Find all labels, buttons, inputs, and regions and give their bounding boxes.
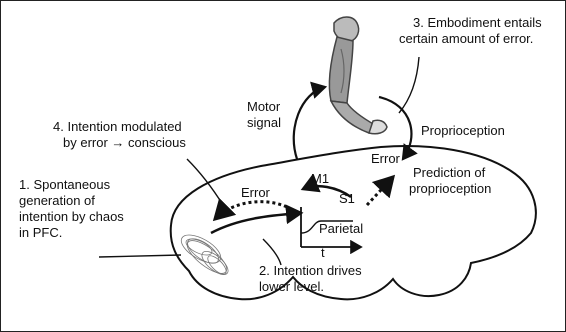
prediction-label-line1: Prediction of [413, 165, 485, 181]
time-axis-label: t [321, 245, 325, 261]
intention-mod-label-line2: by error → conscious [63, 135, 186, 151]
intention-mod-pointer [187, 159, 223, 205]
motor-label-line1: Motor [247, 99, 280, 115]
prediction-label-line2: proprioception [409, 181, 491, 197]
drives-label-line2: lower level. [259, 279, 324, 295]
spont-label-line1: 1. Spontaneous [19, 177, 110, 193]
error-brain-label: Error [241, 185, 270, 201]
spont-label-line3: intention by chaos [19, 209, 124, 225]
drives-pointer [263, 239, 281, 265]
motor-signal-arrow [294, 87, 325, 159]
embodiment-label-line1: 3. Embodiment entails [413, 15, 542, 31]
s1-label: S1 [339, 191, 355, 207]
intention-drive-arrow [211, 213, 301, 233]
spont-label-line2: generation of [19, 193, 95, 209]
brain-error-arrow [215, 202, 297, 219]
m1-label: M1 [311, 171, 329, 187]
prediction-error-arrow [367, 177, 393, 205]
drives-label-line1: 2. Intention drives [259, 263, 362, 279]
chaos-attractor [177, 229, 232, 279]
embodiment-pointer [399, 57, 419, 113]
motor-label-line2: signal [247, 115, 281, 131]
embodiment-label-line2: certain amount of error. [399, 31, 533, 47]
spont-label-line4: in PFC. [19, 225, 62, 241]
parietal-label: Parietal [319, 221, 363, 237]
intention-mod-label-line1: 4. Intention modulated [53, 119, 182, 135]
spont-pointer [99, 255, 181, 257]
error-top-label: Error [371, 151, 400, 167]
proprioception-label: Proprioception [421, 123, 505, 139]
arm-illustration [329, 17, 387, 134]
